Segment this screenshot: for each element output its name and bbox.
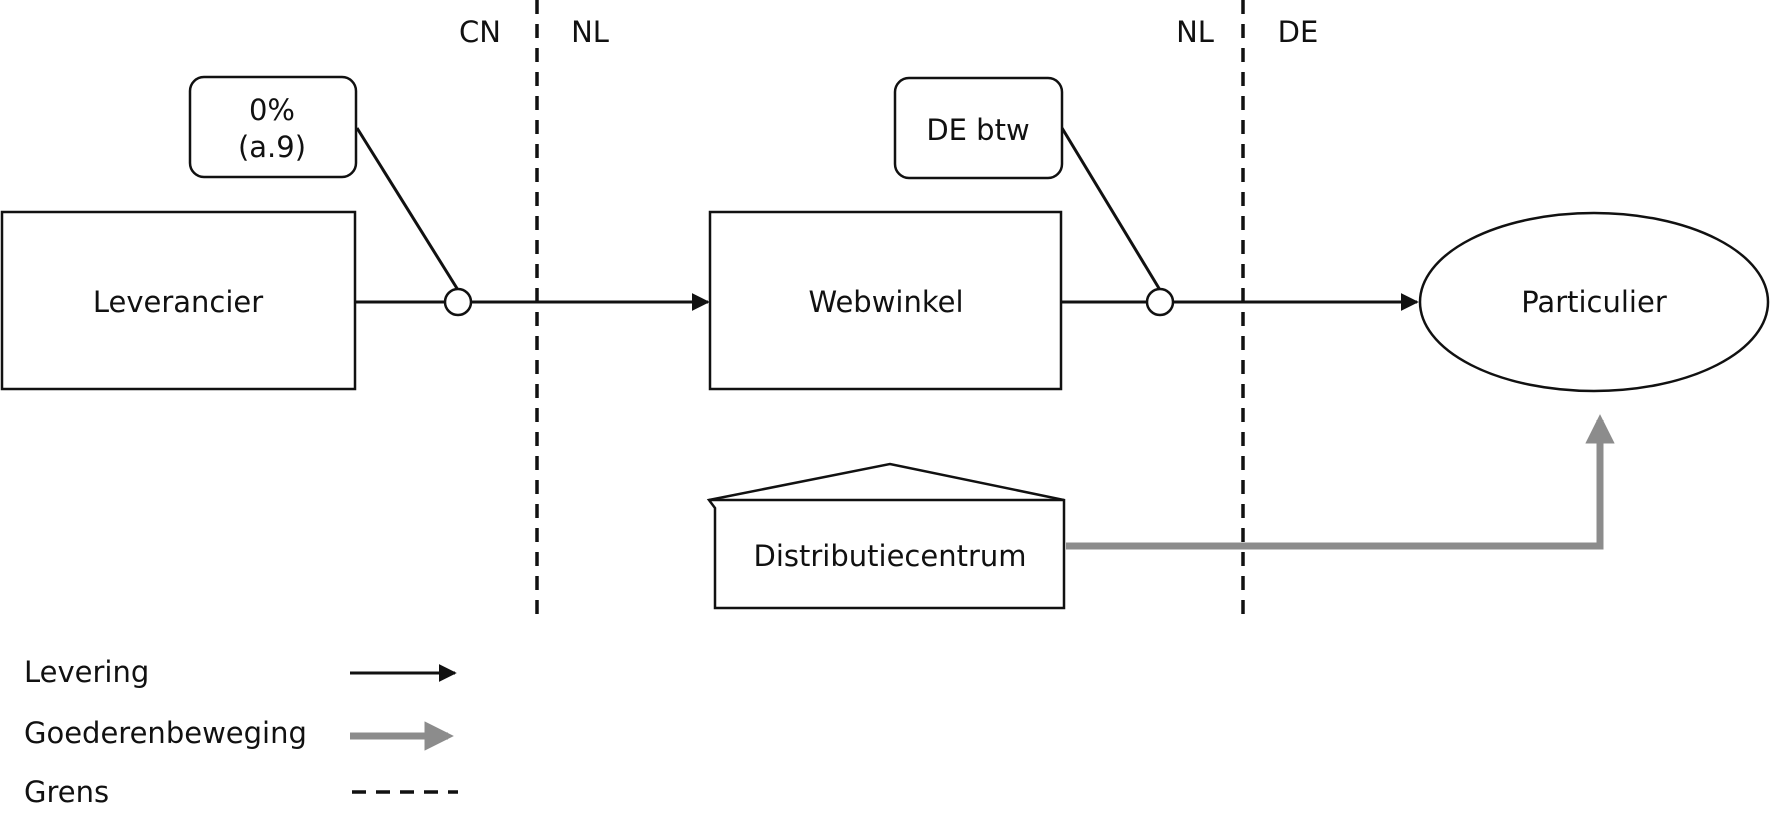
region-label-nl-left: NL (571, 15, 609, 49)
legend: Levering Goederenbeweging Grens (24, 655, 458, 809)
callout-connector-de-vat (1060, 127, 1162, 291)
connector-circle-supplier (443, 287, 473, 317)
webshop-label: Webwinkel (808, 285, 963, 319)
webshop-node: Webwinkel (708, 210, 1063, 391)
zero-rate-line1: 0% (249, 93, 295, 127)
goods-movement-arrow (1066, 414, 1615, 550)
connector-circle-webshop (1145, 287, 1175, 317)
de-vat-callout: DE btw (893, 76, 1064, 180)
distribution-center-node: Distributiecentrum (706, 462, 1066, 610)
region-label-cn: CN (459, 15, 501, 49)
zero-rate-line2: (a.9) (238, 130, 306, 164)
supplier-label: Leverancier (93, 285, 263, 319)
region-label-de: DE (1278, 15, 1319, 49)
de-vat-label: DE btw (926, 113, 1029, 147)
legend-delivery-label: Levering (24, 655, 149, 689)
zero-rate-callout: 0% (a.9) (188, 75, 358, 179)
supplier-node: Leverancier (0, 210, 357, 391)
legend-goods-movement-label: Goederenbeweging (24, 716, 307, 750)
callout-connector-zero-rate (355, 127, 460, 291)
region-label-nl-right: NL (1176, 15, 1214, 49)
distribution-center-label: Distributiecentrum (754, 539, 1027, 573)
consumer-label: Particulier (1521, 285, 1667, 319)
legend-border-label: Grens (24, 775, 109, 809)
consumer-node: Particulier (1418, 211, 1770, 393)
